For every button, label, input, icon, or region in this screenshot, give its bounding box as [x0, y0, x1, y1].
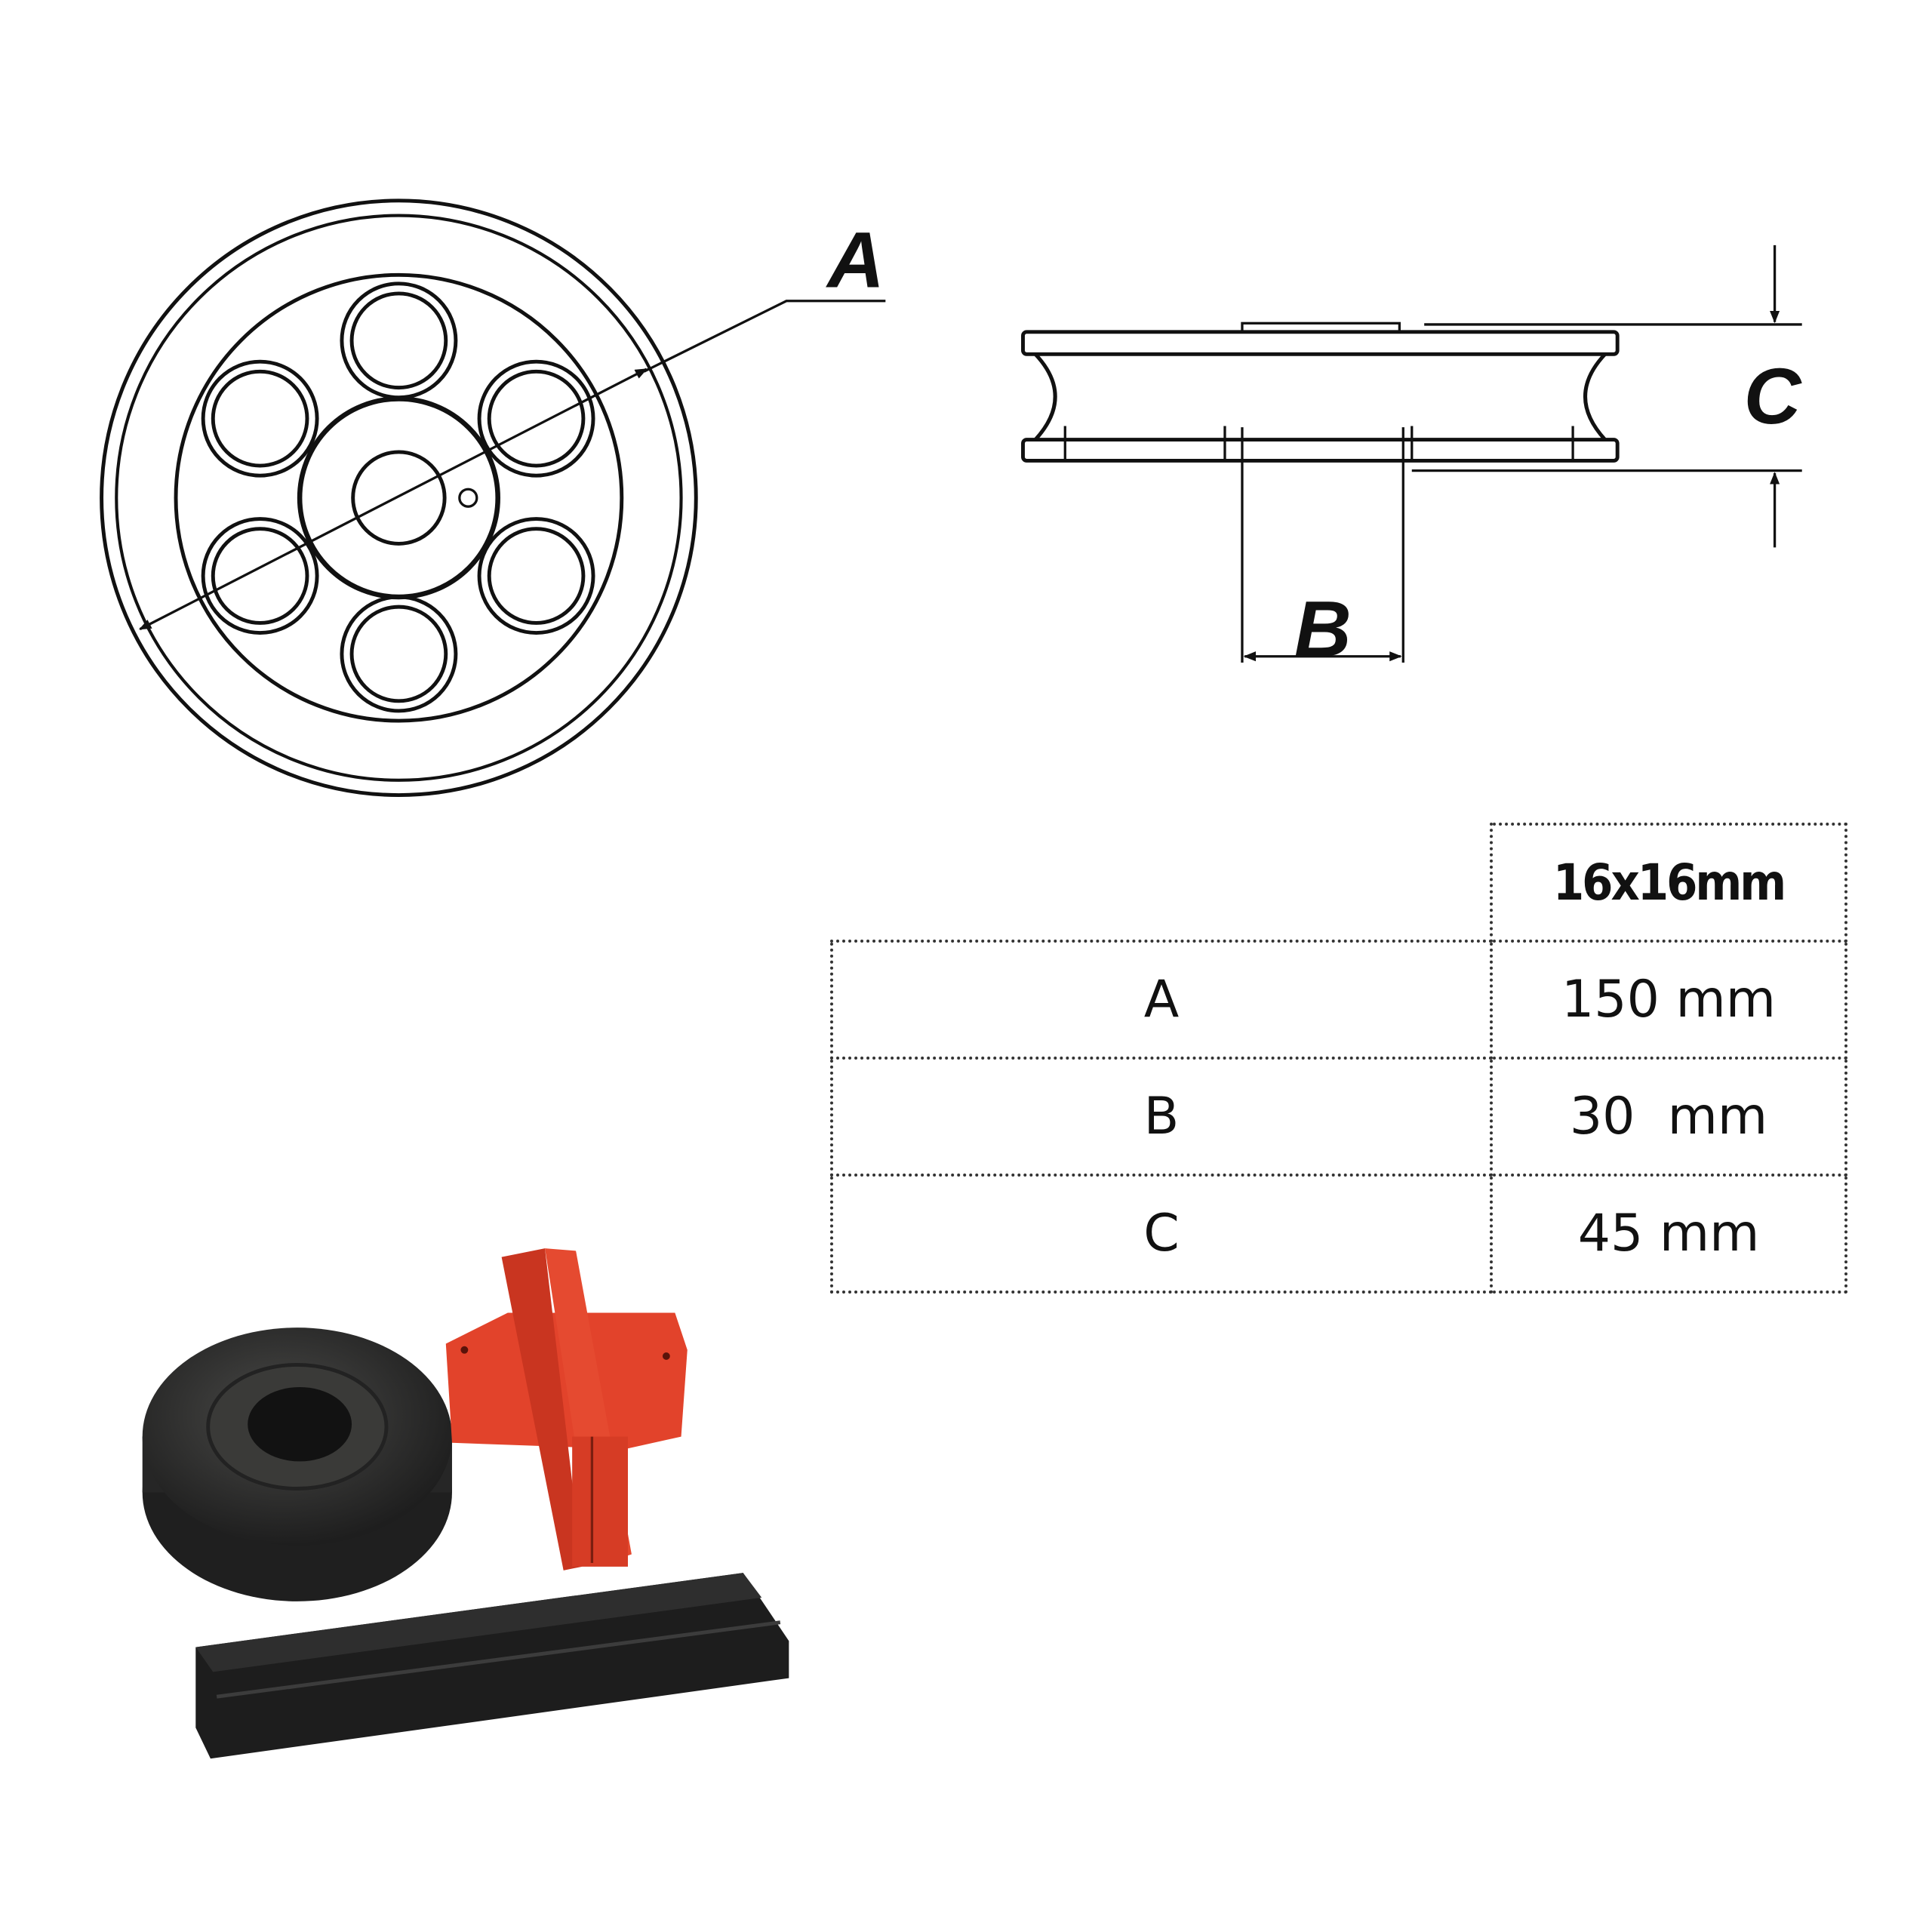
table-row: B 30 mm	[830, 1057, 1847, 1177]
table-header-row: 16x16mm	[832, 823, 1847, 943]
product-photo	[142, 1248, 789, 1759]
pulley-side-view	[1021, 245, 1802, 663]
dimension-label-a: A	[825, 217, 884, 305]
dimension-cell: B	[830, 1057, 1493, 1177]
guide-bar-photo	[195, 1573, 789, 1759]
dimension-cell: C	[830, 1174, 1493, 1294]
dimension-spec-table: 16x16mm A 150 mm B 30 mm C 45 mm	[830, 823, 1847, 1294]
table-row: A 150 mm	[830, 940, 1847, 1060]
table-header-blank	[832, 824, 1493, 943]
dimension-label-b: B	[1294, 586, 1352, 674]
table-header-size: 16x16mm	[1490, 823, 1847, 943]
red-clamp-photo	[445, 1248, 688, 1571]
table-row: C 45 mm	[830, 1174, 1847, 1294]
dimension-cell: A	[830, 940, 1493, 1060]
value-cell: 30 mm	[1490, 1057, 1847, 1177]
value-cell: 45 mm	[1490, 1174, 1847, 1294]
value-cell: 150 mm	[1490, 940, 1847, 1060]
pulley-wheel-photo	[142, 1327, 452, 1601]
dimension-label-c: C	[1744, 352, 1803, 441]
pulley-front-view	[100, 198, 886, 797]
